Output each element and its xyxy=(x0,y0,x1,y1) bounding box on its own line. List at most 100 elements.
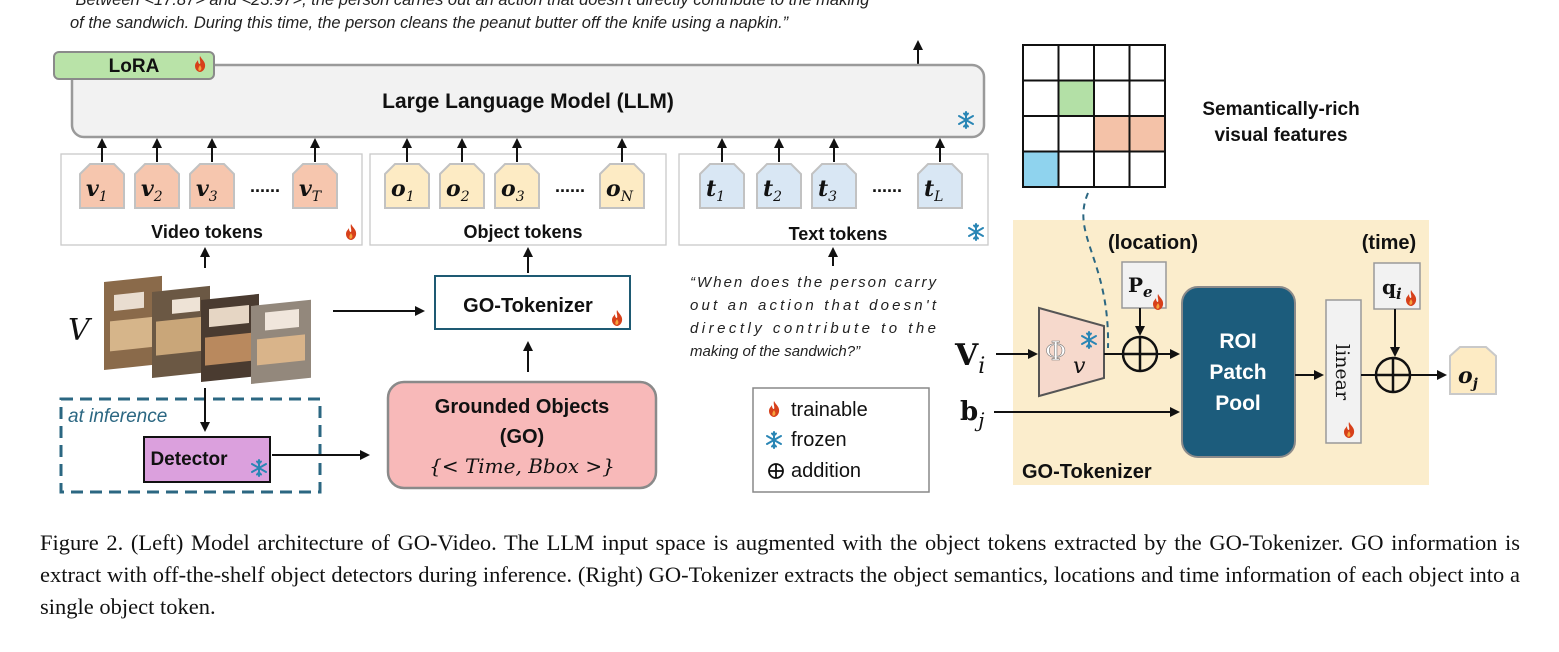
visual-encoder xyxy=(1038,306,1105,398)
roi-line2: Patch xyxy=(1209,361,1266,384)
architecture-diagram: “Between <17.87> and <23.97>, the person… xyxy=(53,0,1497,494)
video-token-ellipsis: ...... xyxy=(250,176,280,196)
video-token-label: v3 xyxy=(196,176,218,205)
qi-label: qi xyxy=(1382,275,1402,303)
question-line2: out an action that doesn't xyxy=(690,297,937,314)
legend-frozen-label: frozen xyxy=(791,429,847,451)
tokenizer-detail-title: GO-Tokenizer xyxy=(1022,461,1152,483)
legend-trainable-label: trainable xyxy=(791,399,868,421)
video-token xyxy=(292,163,338,209)
roi-patch-pool-box xyxy=(1181,286,1296,458)
legend-addition-icon xyxy=(768,463,784,479)
feature-label-line1: Semantically-rich xyxy=(1202,99,1359,120)
object-token-label: o2 xyxy=(446,176,470,205)
feature-grid-cell xyxy=(1057,44,1095,82)
feature-grid-cell xyxy=(1128,79,1166,117)
feature-grid xyxy=(1022,44,1166,188)
linear-box xyxy=(1325,299,1362,444)
video-token-label: v1 xyxy=(86,176,108,205)
roi-line3: Pool xyxy=(1215,392,1261,415)
feature-grid-cell xyxy=(1128,150,1166,188)
inference-region xyxy=(59,397,322,494)
video-frames-image xyxy=(104,275,311,384)
grid-to-encoder-dashed-link xyxy=(1082,192,1110,349)
legend-addition-label: addition xyxy=(791,460,861,482)
time-label: (time) xyxy=(1362,232,1416,254)
question-line3: directly contribute to the xyxy=(690,320,936,337)
input-b-label: bj xyxy=(960,397,984,432)
object-token xyxy=(599,163,645,209)
question-line4: making of the sandwich?” xyxy=(690,343,861,360)
text-token xyxy=(811,163,857,209)
text-token xyxy=(699,163,745,209)
inference-label: at inference xyxy=(68,406,167,427)
detector-box xyxy=(143,436,271,483)
video-token-label: v2 xyxy=(141,176,163,205)
feature-grid-cell xyxy=(1022,79,1060,117)
object-token xyxy=(384,163,430,209)
feature-grid-cell xyxy=(1128,44,1166,82)
input-v-label: Vi xyxy=(954,338,985,379)
addition-node-location xyxy=(1121,335,1159,373)
text-token-label: tL xyxy=(924,176,943,205)
grounded-objects-box xyxy=(386,380,658,490)
go-tokenizer-box xyxy=(434,275,631,330)
video-tokens-label: Video tokens xyxy=(151,222,263,242)
lora-label: LoRA xyxy=(109,56,160,77)
feature-label-line2: visual features xyxy=(1214,125,1347,146)
token-layer: v1 v2 v3 vT...... o1 o2 o3 oN...... t1 t2 t3 tL....… xyxy=(79,138,963,209)
object-token xyxy=(439,163,485,209)
roi-line1: ROI xyxy=(1219,330,1256,353)
text-token xyxy=(756,163,802,209)
text-token-ellipsis: ...... xyxy=(872,176,902,196)
encoder-phi-sub: v xyxy=(1073,354,1086,379)
text-tokens-label: Text tokens xyxy=(789,224,888,244)
text-token-label: t2 xyxy=(763,176,782,205)
text-token-label: t3 xyxy=(818,176,837,205)
addition-node-time xyxy=(1374,356,1412,394)
feature-grid-cell xyxy=(1093,115,1131,153)
output-quote-line2: of the sandwich. During this time, the p… xyxy=(70,14,790,32)
figure-caption: Figure 2. (Left) Model architecture of G… xyxy=(40,530,1520,619)
text-token xyxy=(917,163,963,209)
output-quote-line1: “Between <17.87> and <23.97>, the person… xyxy=(70,0,870,9)
linear-label: linear xyxy=(1331,344,1353,401)
encoder-phi-label: Φ xyxy=(1045,337,1066,367)
feature-grid-cell xyxy=(1057,115,1095,153)
video-token xyxy=(189,163,235,209)
question-line1: “When does the person carry xyxy=(690,274,938,291)
object-token-label: oN xyxy=(606,176,634,205)
grounded-objects-line3: {< Time, Bbox >} xyxy=(429,454,615,478)
pe-label: Pe xyxy=(1128,273,1153,301)
object-tokens-label: Object tokens xyxy=(463,222,582,242)
object-token-label: o1 xyxy=(391,176,415,205)
feature-grid-cell xyxy=(1093,79,1131,117)
feature-grid-cell xyxy=(1022,150,1060,188)
feature-grid-cell xyxy=(1022,115,1060,153)
feature-grid-cell xyxy=(1022,44,1060,82)
llm-label: Large Language Model (LLM) xyxy=(382,90,674,113)
location-label: (location) xyxy=(1108,232,1198,254)
go-tokenizer-label: GO-Tokenizer xyxy=(463,295,593,317)
text-token-label: t1 xyxy=(706,176,725,205)
llm-box xyxy=(70,63,986,139)
video-token xyxy=(79,163,125,209)
object-token-ellipsis: ...... xyxy=(555,176,585,196)
output-object-token xyxy=(1449,346,1497,395)
feature-grid-cell xyxy=(1057,79,1095,117)
video-token-label: vT xyxy=(299,176,323,205)
grounded-objects-line1: Grounded Objects xyxy=(435,396,609,418)
detector-label: Detector xyxy=(150,449,228,470)
grounded-objects-line2: (GO) xyxy=(500,426,544,448)
object-token xyxy=(494,163,540,209)
feature-grid-cell xyxy=(1093,150,1131,188)
lora-box xyxy=(53,51,215,80)
feature-grid-cell xyxy=(1093,44,1131,82)
video-token xyxy=(134,163,180,209)
feature-grid-cell xyxy=(1128,115,1166,153)
feature-grid-cell xyxy=(1057,150,1095,188)
object-token-label: o3 xyxy=(501,176,525,205)
output-token-label: oj xyxy=(1458,363,1478,392)
video-input-label: V xyxy=(68,313,93,348)
